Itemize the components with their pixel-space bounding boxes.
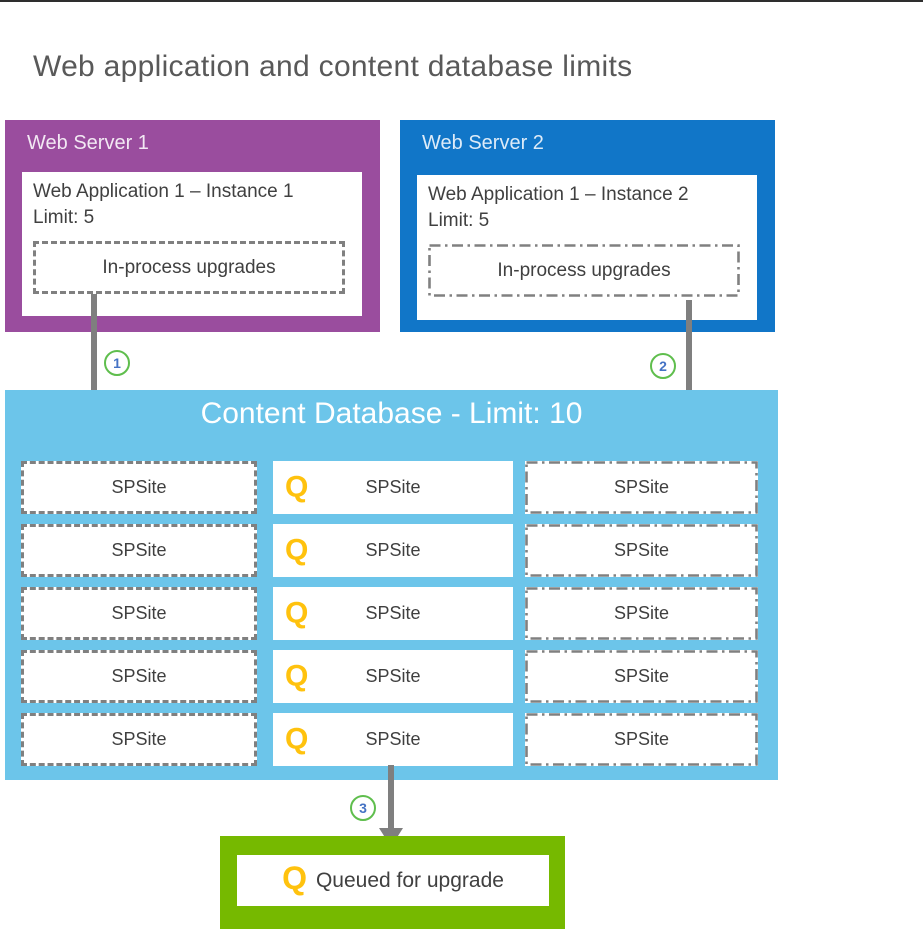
- legend-label: Queued for upgrade: [315, 868, 504, 892]
- spsite-box: SPSite: [21, 587, 257, 640]
- queued-marker: Q: [285, 658, 309, 692]
- top-border-line: [0, 0, 923, 2]
- step-1-badge: 1: [104, 350, 130, 376]
- in-process-upgrades-box-dashdot: In-process upgrades: [428, 244, 740, 297]
- web-server-2-label: Web Server 2: [422, 132, 544, 154]
- spsite-box: SPSite: [525, 461, 758, 514]
- flow-arrow-3-shaft: [388, 765, 394, 828]
- flow-arrow-1-shaft: [91, 294, 97, 440]
- spsite-label: SPSite: [111, 477, 167, 497]
- spsite-column-dashdot: SPSite SPSite SPSite SPSite SPSite: [525, 461, 758, 766]
- spsite-label: SPSite: [111, 603, 167, 623]
- web-application-1-instance-1-panel: Web Application 1 – Instance 1 Limit: 5 …: [22, 172, 362, 316]
- queued-marker: Q: [285, 721, 309, 755]
- spsite-label: SPSite: [613, 603, 670, 623]
- web-application-1-instance-2-panel: Web Application 1 – Instance 2 Limit: 5 …: [417, 175, 757, 320]
- spsite-box: SPSite: [21, 650, 257, 703]
- content-database-box: Content Database - Limit: 10 SPSite SPSi…: [5, 390, 778, 780]
- in-process-upgrades-label: In-process upgrades: [497, 259, 671, 281]
- flow-arrow-2-shaft: [686, 300, 692, 440]
- spsite-label: SPSite: [613, 540, 670, 560]
- queued-marker: Q: [282, 860, 307, 896]
- spsite-box: SPSite: [525, 650, 758, 703]
- spsite-label: SPSite: [613, 477, 670, 497]
- spsite-box: SPSite: [525, 524, 758, 577]
- step-3-badge: 3: [350, 795, 376, 821]
- step-2-badge: 2: [650, 353, 676, 379]
- web-server-2-box: Web Server 2 Web Application 1 – Instanc…: [400, 120, 775, 332]
- spsite-box-queued: Q SPSite: [273, 524, 513, 577]
- spsite-box: SPSite: [21, 713, 257, 766]
- spsite-label: SPSite: [365, 666, 421, 686]
- spsite-box-queued: Q SPSite: [273, 713, 513, 766]
- content-database-title: Content Database - Limit: 10: [200, 397, 583, 430]
- spsite-label: SPSite: [111, 729, 167, 749]
- spsite-label: SPSite: [111, 666, 167, 686]
- spsite-label: SPSite: [613, 666, 670, 686]
- spsite-box-queued: Q SPSite: [273, 461, 513, 514]
- web-application-title: Web Application 1 – Instance 2: [428, 184, 689, 205]
- web-application-limit: Limit: 5: [428, 210, 490, 231]
- spsite-box: SPSite: [21, 524, 257, 577]
- spsite-label: SPSite: [365, 603, 421, 623]
- web-application-limit: Limit: 5: [33, 207, 95, 228]
- spsite-label: SPSite: [365, 477, 421, 497]
- spsite-box: SPSite: [525, 713, 758, 766]
- spsite-box: SPSite: [525, 587, 758, 640]
- spsite-label: SPSite: [111, 540, 167, 560]
- spsite-box: SPSite: [21, 461, 257, 514]
- queued-marker: Q: [285, 595, 309, 629]
- spsite-label: SPSite: [365, 540, 421, 560]
- web-server-1-box: Web Server 1 Web Application 1 – Instanc…: [5, 120, 380, 332]
- spsite-box-queued: Q SPSite: [273, 587, 513, 640]
- queued-marker: Q: [285, 469, 309, 503]
- spsite-column-dashed: SPSite SPSite SPSite SPSite SPSite: [21, 461, 257, 766]
- web-server-1-label: Web Server 1: [27, 132, 149, 154]
- in-process-upgrades-label: In-process upgrades: [102, 256, 276, 278]
- diagram-title: Web application and content database lim…: [33, 50, 633, 83]
- spsite-column-queued: Q SPSite Q SPSite Q SPSite Q SPSite Q SPSite: [273, 461, 513, 766]
- legend-panel: Q Queued for upgrade: [237, 855, 549, 906]
- spsite-label: SPSite: [365, 729, 421, 749]
- in-process-upgrades-box-dashed: In-process upgrades: [33, 241, 345, 294]
- queued-marker: Q: [285, 532, 309, 566]
- spsite-box-queued: Q SPSite: [273, 650, 513, 703]
- web-application-title: Web Application 1 – Instance 1: [33, 181, 294, 202]
- spsite-label: SPSite: [613, 729, 670, 749]
- legend-box: Q Queued for upgrade: [220, 836, 565, 929]
